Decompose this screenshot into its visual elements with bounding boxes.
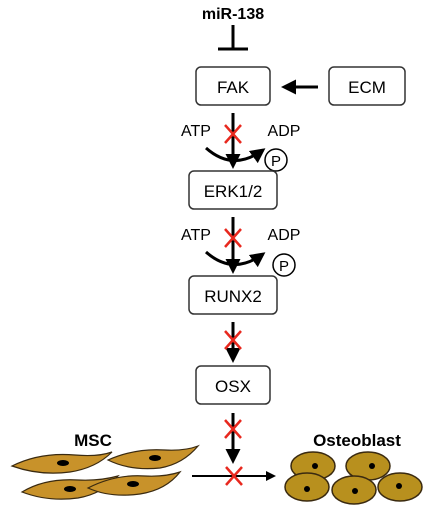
osx-label: OSX [215,377,251,396]
atp-adp-curve-2 [205,250,266,268]
adp-label-2: ADP [268,227,301,244]
adp-label-1: ADP [268,123,301,140]
erk-label: ERK1/2 [204,182,263,201]
inhibition-cross-2 [224,228,242,248]
atp-adp-curve-1 [205,146,266,164]
phosphate-label-1: P [271,153,281,170]
phosphate-circle-1 [264,148,288,172]
inhibition-cross-1 [224,124,242,144]
ecm-box [328,66,406,106]
atp-label-2: ATP [181,227,211,244]
osx-box [195,365,271,405]
inhibition-cross-4 [224,419,242,439]
erk-box [188,170,278,210]
inhibition-cross-5 [225,466,243,486]
inhibition-cross-3 [224,330,242,350]
mirna-label: miR-138 [202,6,264,23]
osteoblast-label: Osteoblast [313,431,401,450]
msc-cells [10,444,200,500]
osteoblast-nuclei [304,463,402,494]
osteoblast-cells [284,451,423,505]
phosphate-circle-2 [272,253,296,277]
msc-label: MSC [74,431,112,450]
ecm-label: ECM [348,78,386,97]
atp-label-1: ATP [181,123,211,140]
phosphate-label-2: P [279,258,289,275]
msc-nuclei [57,455,161,492]
runx2-label: RUNX2 [204,287,262,306]
runx2-box [188,275,278,315]
fak-label: FAK [217,78,250,97]
fak-box [195,66,271,106]
